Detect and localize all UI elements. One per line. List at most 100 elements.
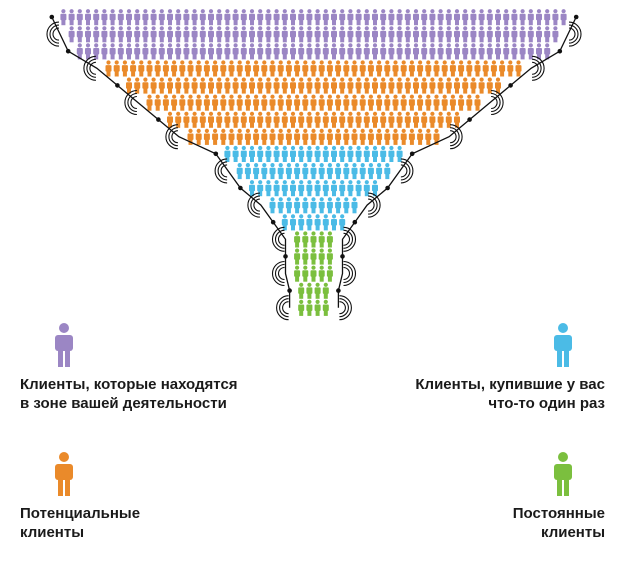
funnel-tier-regular — [294, 231, 333, 316]
person-icon — [117, 43, 124, 60]
sound-wave-arc — [168, 127, 178, 147]
person-icon — [466, 60, 473, 77]
person-icon — [277, 60, 284, 77]
person-icon — [388, 26, 395, 43]
funnel-row — [60, 9, 567, 26]
person-icon — [273, 180, 280, 197]
person-icon — [339, 9, 346, 26]
person-icon — [236, 128, 243, 145]
person-icon — [60, 9, 67, 26]
funnel-row — [298, 299, 329, 316]
person-icon — [224, 26, 231, 43]
person-icon — [335, 163, 342, 180]
sound-wave-arc — [220, 164, 228, 178]
person-icon — [400, 128, 407, 145]
person-icon — [240, 9, 247, 26]
person-icon — [404, 77, 411, 94]
person-icon — [318, 248, 325, 265]
person-icon — [449, 60, 456, 77]
person-icon — [318, 163, 325, 180]
person-icon — [265, 180, 272, 197]
person-icon — [298, 145, 305, 162]
person-icon — [519, 43, 526, 60]
person-icon — [298, 9, 305, 26]
person-icon — [290, 111, 296, 128]
person-icon — [273, 77, 280, 94]
outline-dot — [336, 288, 341, 293]
person-icon — [314, 43, 321, 60]
person-icon — [322, 43, 329, 60]
person-icon — [445, 9, 452, 26]
sound-wave-arc — [568, 24, 579, 44]
person-icon — [302, 163, 309, 180]
person-icon — [335, 94, 342, 111]
person-icon — [322, 9, 329, 26]
person-icon — [179, 94, 186, 111]
person-icon — [355, 26, 362, 43]
person-icon — [208, 77, 214, 94]
funnel-row — [68, 26, 559, 43]
person-icon — [310, 248, 317, 265]
person-icon — [482, 60, 489, 77]
person-icon — [253, 60, 260, 77]
person-icon — [437, 9, 444, 26]
person-icon — [76, 26, 83, 43]
person-icon — [335, 60, 342, 77]
funnel-row — [294, 265, 333, 282]
legend-prospects-line2: в зоне вашей деятельности — [20, 395, 227, 412]
funnel-row — [167, 111, 460, 128]
person-icon — [126, 26, 132, 43]
person-icon — [347, 180, 354, 197]
person-icon — [121, 60, 128, 77]
person-icon — [298, 26, 305, 43]
person-icon — [372, 26, 378, 43]
person-icon — [470, 9, 477, 26]
person-icon — [224, 145, 231, 162]
person-icon — [335, 197, 342, 214]
person-icon — [294, 60, 301, 77]
person-icon — [187, 60, 194, 77]
person-icon — [134, 77, 141, 94]
person-icon-potential — [55, 452, 73, 496]
person-icon — [294, 128, 301, 145]
sound-wave-arc — [532, 55, 545, 81]
person-icon — [552, 26, 559, 43]
person-icon — [175, 26, 182, 43]
person-icon — [167, 26, 173, 43]
person-icon — [76, 43, 83, 60]
person-icon — [503, 43, 510, 60]
person-icon — [458, 94, 465, 111]
person-icon — [294, 94, 301, 111]
person-icon — [347, 111, 354, 128]
person-icon — [281, 77, 288, 94]
person-icon — [322, 145, 329, 162]
person-icon — [306, 299, 313, 316]
person-icon — [404, 26, 411, 43]
person-icon — [142, 9, 149, 26]
funnel-row — [76, 43, 551, 60]
person-icon — [302, 60, 309, 77]
sound-wave-arc — [214, 158, 228, 184]
person-icon — [306, 282, 313, 299]
person-icon — [298, 299, 305, 316]
person-icon — [285, 94, 292, 111]
person-icon — [298, 282, 305, 299]
person-icon — [249, 77, 255, 94]
person-icon — [519, 26, 526, 43]
person-icon — [351, 60, 358, 77]
outline-dot — [409, 151, 415, 157]
funnel-row — [294, 231, 333, 248]
outline-dot — [49, 14, 55, 20]
person-icon — [331, 180, 337, 197]
sound-wave-arc — [171, 130, 178, 144]
person-icon — [408, 128, 415, 145]
person-icon — [363, 9, 370, 26]
sound-wave-arc — [339, 301, 346, 315]
person-icon — [220, 60, 227, 77]
person-icon — [244, 128, 251, 145]
person-icon — [290, 180, 296, 197]
person-icon — [85, 43, 91, 60]
person-icon — [216, 43, 223, 60]
person-icon — [306, 43, 313, 60]
